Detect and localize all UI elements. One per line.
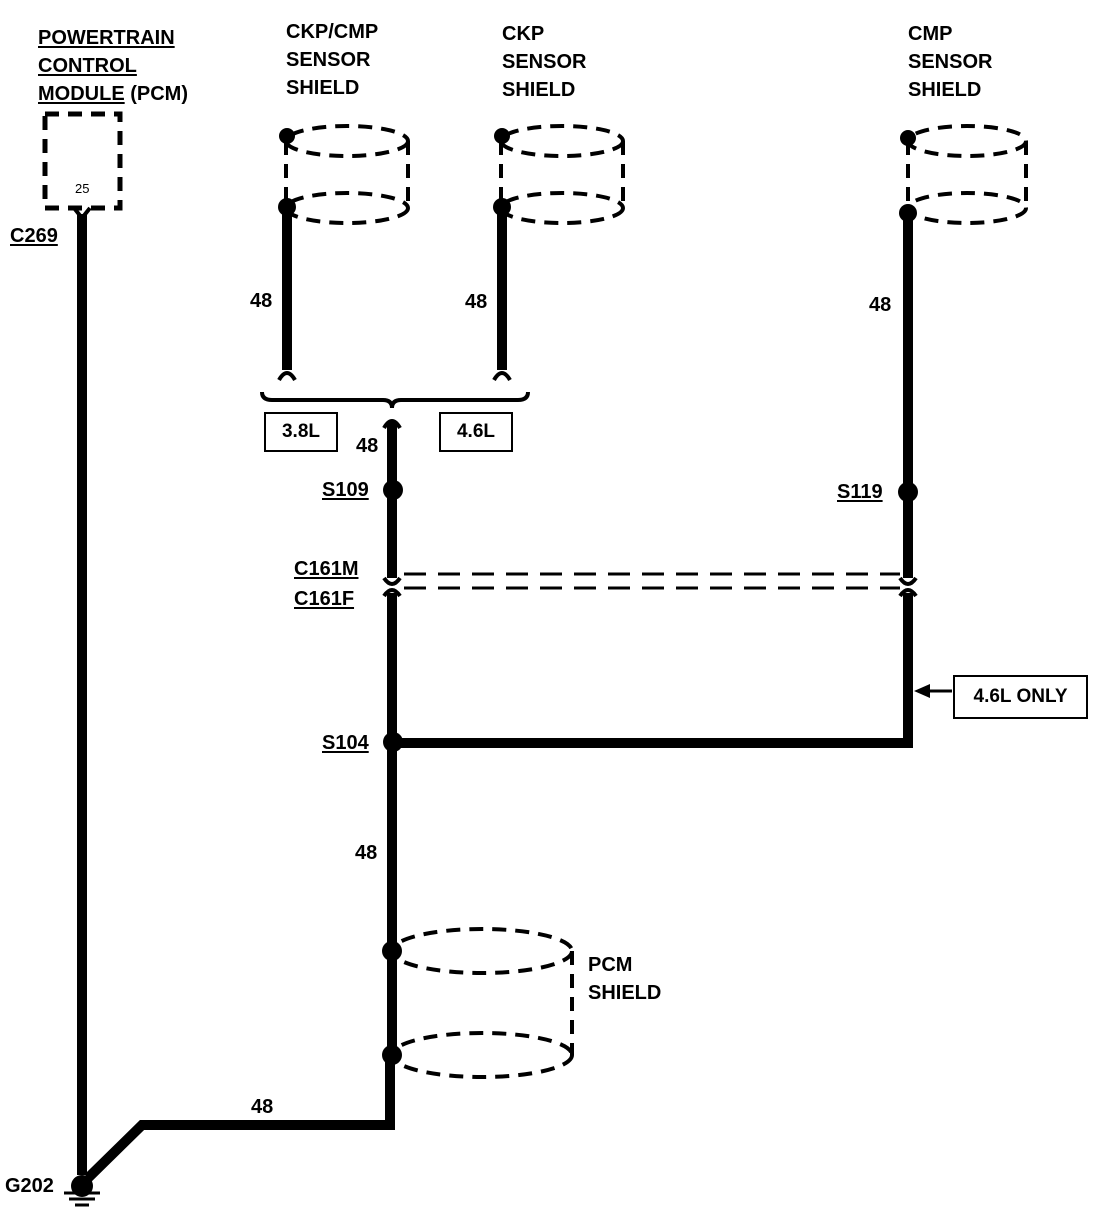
connector-c161 <box>382 572 918 598</box>
ckp-cmp-shield-label-2: SENSOR <box>286 49 371 71</box>
pcm-pin-number: 25 <box>75 181 90 196</box>
cmp-shield-label-3: SHIELD <box>908 79 982 101</box>
ground-symbol <box>64 1175 100 1207</box>
ckp-cmp-shield-label-3: SHIELD <box>286 77 360 99</box>
splice-s109 <box>383 480 403 500</box>
pcm-shield-label-1: PCM <box>588 954 633 976</box>
pcm-title-line3: MODULE (PCM) <box>38 80 188 108</box>
pcm-shield <box>390 927 574 1079</box>
ckp-cmp-drain-wire <box>277 128 297 382</box>
ckp-cmp-shield <box>284 124 410 225</box>
pcm-title-module: MODULE <box>38 83 125 105</box>
main-drain-wire <box>382 419 402 1065</box>
ground-label: G202 <box>5 1175 54 1197</box>
ckp-wire-label: 48 <box>465 291 488 313</box>
pcm-title-line1: POWERTRAIN <box>38 27 175 49</box>
splice-s104-label: S104 <box>322 732 369 754</box>
note-arrow <box>914 684 952 698</box>
main-upper-wire-label: 48 <box>356 435 379 457</box>
ckp-cmp-shield-label-1: CKP/CMP <box>286 21 379 43</box>
cmp-shield-label-1: CMP <box>908 23 953 45</box>
splice-s119 <box>898 482 918 502</box>
main-lower-wire-label: 48 <box>355 842 378 864</box>
cmp-shield <box>906 124 1028 225</box>
cmp-drain-wire <box>899 130 917 578</box>
option-4-6l-box: 4.6L <box>439 412 513 452</box>
ground-return-wire <box>84 1055 395 1182</box>
note-4-6l-only-box: 4.6L ONLY <box>953 675 1088 719</box>
ckp-shield-label-2: SENSOR <box>502 51 587 73</box>
ground-run-wire-label: 48 <box>251 1096 274 1118</box>
ckp-cmp-wire-label: 48 <box>250 290 273 312</box>
engine-option-brace <box>260 391 530 409</box>
splice-s104 <box>383 732 403 752</box>
connector-c161m-label: C161M <box>294 558 359 580</box>
splice-s119-label: S119 <box>837 481 883 503</box>
pcm-module-box <box>42 111 123 211</box>
splice-s109-label: S109 <box>322 479 369 501</box>
connector-c161f-label: C161F <box>294 588 355 610</box>
cmp-lower-wire <box>392 593 913 748</box>
pcm-shield-label-2: SHIELD <box>588 982 662 1004</box>
cmp-shield-label-2: SENSOR <box>908 51 993 73</box>
option-3-8l-box: 3.8L <box>264 412 338 452</box>
pcm-title-line2: CONTROL <box>38 55 137 77</box>
pcm-connector-label: C269 <box>10 225 58 247</box>
cmp-wire-label: 48 <box>869 294 892 316</box>
ckp-shield <box>499 124 625 225</box>
ckp-shield-label-1: CKP <box>502 23 545 45</box>
pcm-title-suffix: (PCM) <box>130 83 188 105</box>
ckp-drain-wire <box>492 128 512 382</box>
pcm-ground-wire <box>72 206 92 1175</box>
ckp-shield-label-3: SHIELD <box>502 79 576 101</box>
